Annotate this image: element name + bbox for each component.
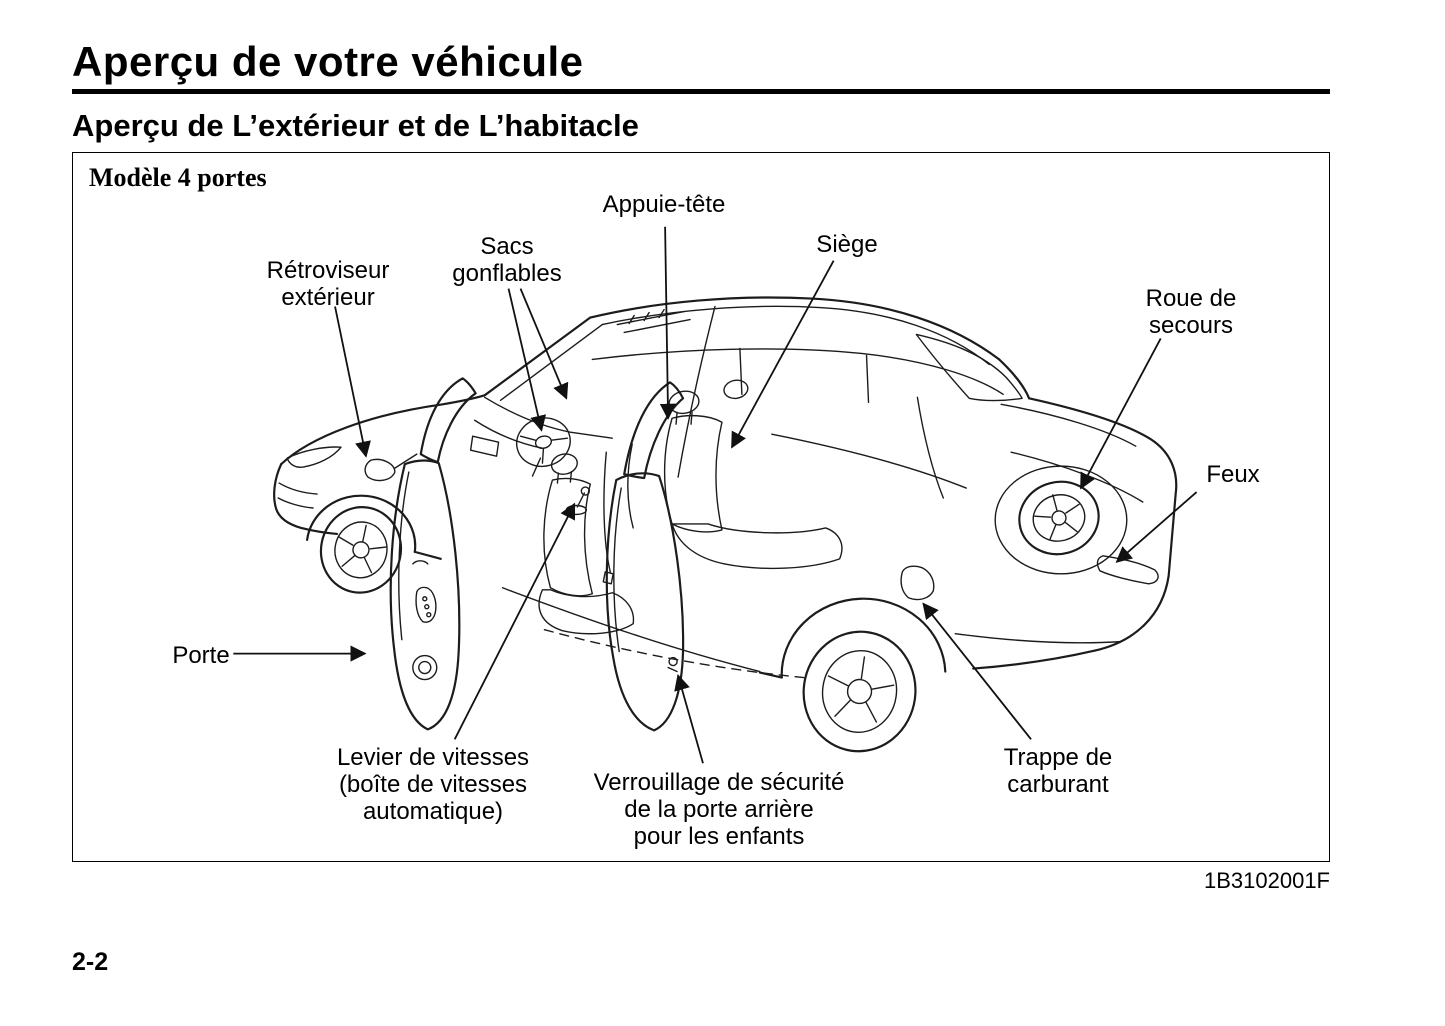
arrow-headrest <box>659 226 676 420</box>
title-rule <box>72 89 1330 94</box>
child-lock-shape <box>668 656 678 667</box>
callout-fuel-door: Trappe de carburant <box>1003 744 1113 799</box>
arrow-lights <box>1115 491 1198 563</box>
figure-code: 1B3102001F <box>1204 868 1330 893</box>
arrow-mirror <box>334 306 371 458</box>
arrow-gear-lever <box>453 502 576 740</box>
front-door-open <box>389 377 477 731</box>
spare-wheel-shape <box>1018 480 1100 556</box>
fuel-door-shape <box>900 565 935 601</box>
front-seat-shape <box>538 453 635 635</box>
arrow-seat <box>731 260 835 449</box>
car-interior <box>469 379 843 635</box>
arrow-airbag-dash <box>519 288 569 400</box>
model-label: Modèle 4 portes <box>89 163 267 192</box>
callout-headrest: Appuie-tête <box>602 191 726 218</box>
car-body-details <box>277 305 1159 679</box>
callout-seat: Siège <box>816 231 878 258</box>
callout-arrows <box>233 226 1198 764</box>
callout-door: Porte <box>172 642 230 669</box>
callout-lights: Feux <box>1206 461 1260 488</box>
arrow-airbag-wheel <box>507 288 547 432</box>
front-wheel-shape <box>319 506 403 594</box>
vehicle-diagram <box>233 226 1198 764</box>
page-number: 2-2 <box>72 948 109 976</box>
tail-light-shape <box>1096 555 1159 585</box>
rear-door-open <box>605 381 685 732</box>
arrow-spare-wheel <box>1080 338 1162 490</box>
section-subtitle: Aperçu de L’extérieur et de L’habitacle <box>72 108 639 143</box>
rear-wheel-shape <box>802 630 917 753</box>
arrow-child-lock <box>674 673 704 764</box>
vehicle-figure-box: Modèle 4 portes Appuie-tête Sacs gonflab… <box>72 152 1330 862</box>
callout-airbags: Sacs gonflables <box>452 233 562 288</box>
door-speaker-shape <box>412 654 438 681</box>
callout-gear-lever: Levier de vitesses (boîte de vitesses au… <box>336 744 530 826</box>
seat-belt-shape <box>602 451 614 585</box>
exterior-mirror-shape <box>364 453 418 482</box>
callout-exterior-mirror: Rétroviseur extérieur <box>266 257 390 312</box>
arrow-fuel-door <box>922 602 1032 740</box>
callout-child-lock: Verrouillage de sécurité de la porte arr… <box>593 769 845 851</box>
callout-spare-wheel: Roue de secours <box>1145 285 1237 340</box>
page-title: Aperçu de votre véhicule <box>72 38 584 85</box>
